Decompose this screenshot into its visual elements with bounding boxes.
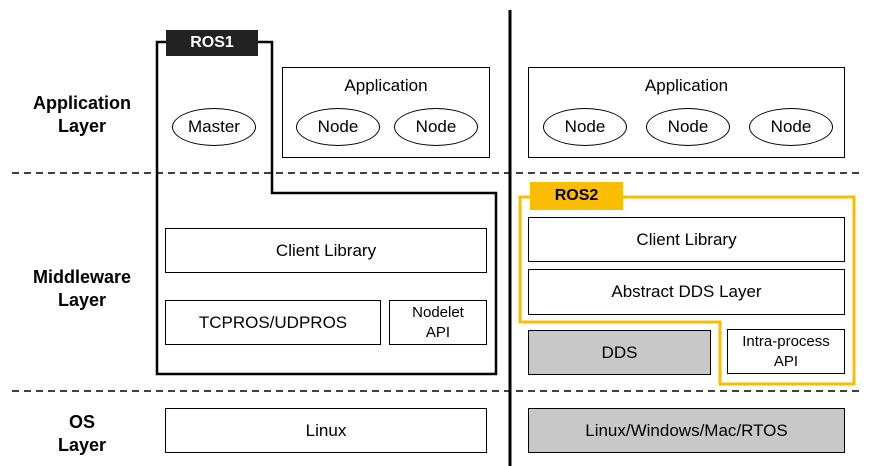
ros2-application-title: Application [529, 76, 844, 96]
ros2-tag: ROS2 [530, 182, 623, 210]
ros2-intra-process-api: Intra-process API [727, 329, 845, 374]
ros2-abstract-dds-layer: Abstract DDS Layer [528, 269, 845, 315]
ros2-os: Linux/Windows/Mac/RTOS [528, 408, 845, 453]
ros1-tag: ROS1 [166, 30, 258, 56]
ros1-master-node: Master [172, 108, 256, 146]
ros1-node-1: Node [296, 108, 380, 146]
ros2-node-3: Node [749, 108, 833, 146]
ros2-node-2: Node [646, 108, 730, 146]
middleware-layer-label: Middleware Layer [12, 266, 152, 312]
ros2-node-1: Node [543, 108, 627, 146]
os-layer-label: OS Layer [12, 411, 152, 457]
ros2-dds: DDS [528, 330, 711, 375]
ros1-os-linux: Linux [165, 408, 487, 453]
ros1-nodelet-api: Nodelet API [389, 300, 487, 345]
application-layer-label: Application Layer [12, 92, 152, 138]
ros1-tcpros-udpros: TCPROS/UDPROS [165, 300, 381, 345]
ros1-node-2: Node [394, 108, 478, 146]
ros2-client-library: Client Library [528, 217, 845, 262]
ros1-client-library: Client Library [165, 228, 487, 273]
ros1-application-title: Application [283, 76, 489, 96]
